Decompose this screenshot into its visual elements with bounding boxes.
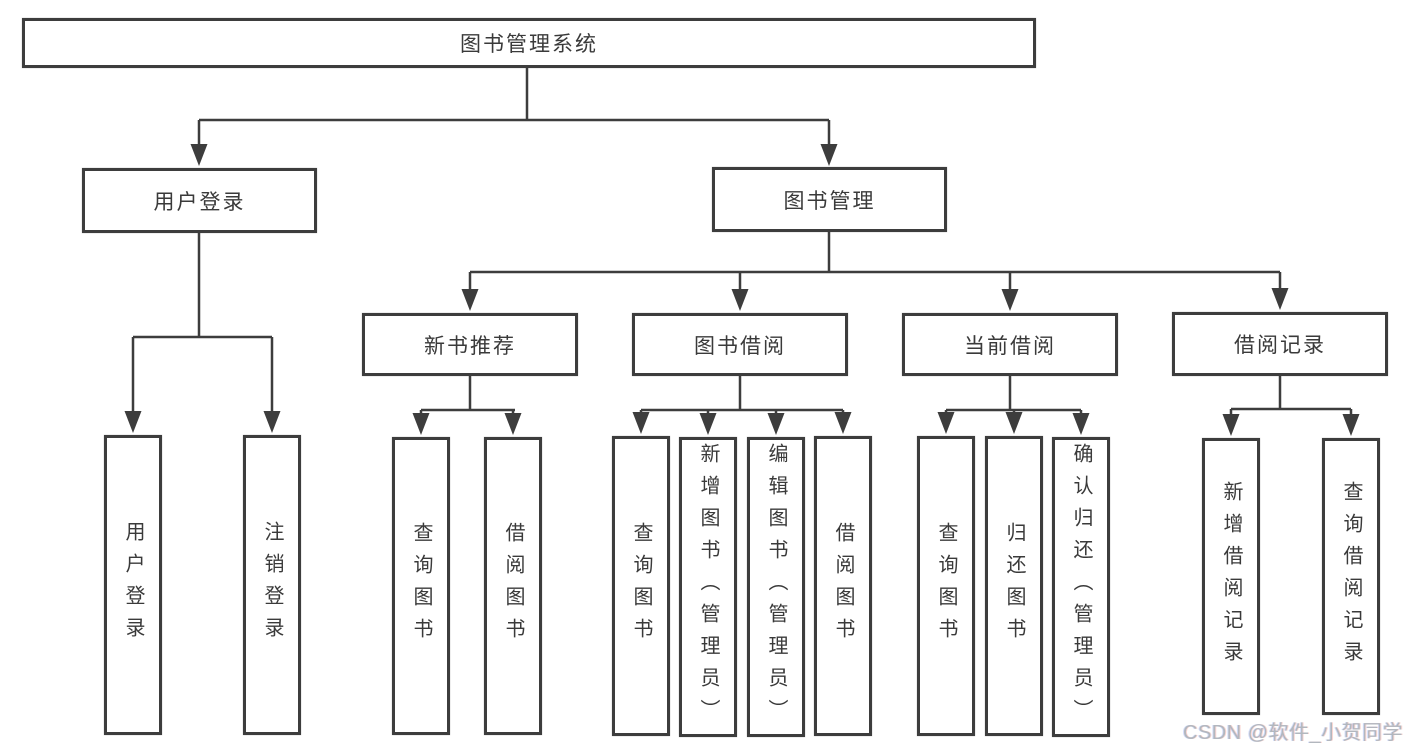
leaf-borrow-books-recommend: 借阅图书 xyxy=(484,437,542,735)
leaf-edit-book-admin-label: 编辑图书（管理员） xyxy=(765,443,787,731)
leaf-edit-book-admin: 编辑图书（管理员） xyxy=(747,437,805,737)
leaf-return-book-label: 归还图书 xyxy=(1003,522,1025,650)
node-current-borrow: 当前借阅 xyxy=(902,313,1118,376)
leaf-query-books-borrow: 查询图书 xyxy=(612,436,670,736)
leaf-logout: 注销登录 xyxy=(243,435,301,735)
node-book-management: 图书管理 xyxy=(712,167,947,232)
leaf-query-borrow-record-label: 查询借阅记录 xyxy=(1340,480,1362,673)
node-new-book-recommend-label: 新书推荐 xyxy=(424,334,516,358)
node-current-borrow-label: 当前借阅 xyxy=(964,334,1056,358)
leaf-logout-label: 注销登录 xyxy=(261,521,283,649)
leaf-add-borrow-record: 新增借阅记录 xyxy=(1202,438,1260,715)
leaf-borrow-books-2: 借阅图书 xyxy=(814,436,872,736)
node-root-label: 图书管理系统 xyxy=(460,33,598,56)
node-user-login: 用户登录 xyxy=(82,168,317,233)
node-new-book-recommend: 新书推荐 xyxy=(362,313,578,376)
leaf-confirm-return-admin: 确认归还（管理员） xyxy=(1052,437,1110,737)
leaf-borrow-books-recommend-label: 借阅图书 xyxy=(502,522,524,650)
node-book-management-label: 图书管理 xyxy=(783,189,876,213)
leaf-query-books-recommend-label: 查询图书 xyxy=(410,522,432,650)
leaf-return-book: 归还图书 xyxy=(985,436,1043,736)
leaf-add-book-admin: 新增图书（管理员） xyxy=(679,437,737,737)
leaf-user-login-label: 用户登录 xyxy=(122,521,144,649)
leaf-confirm-return-admin-label: 确认归还（管理员） xyxy=(1070,443,1092,731)
node-book-borrow-label: 图书借阅 xyxy=(694,334,786,358)
node-book-borrow: 图书借阅 xyxy=(632,313,848,376)
leaf-query-books-recommend: 查询图书 xyxy=(392,437,450,735)
csdn-watermark: CSDN @软件_小贺同学 xyxy=(1183,722,1404,744)
node-root: 图书管理系统 xyxy=(22,18,1036,68)
leaf-add-book-admin-label: 新增图书（管理员） xyxy=(697,443,719,731)
leaf-query-borrow-record: 查询借阅记录 xyxy=(1322,438,1380,715)
leaf-add-borrow-record-label: 新增借阅记录 xyxy=(1220,480,1242,673)
leaf-borrow-books-2-label: 借阅图书 xyxy=(832,522,854,650)
leaf-query-books-current: 查询图书 xyxy=(917,436,975,736)
node-borrow-records: 借阅记录 xyxy=(1172,312,1388,376)
leaf-query-books-borrow-label: 查询图书 xyxy=(630,522,652,650)
leaf-user-login: 用户登录 xyxy=(104,435,162,735)
node-borrow-records-label: 借阅记录 xyxy=(1234,334,1326,357)
node-user-login-label: 用户登录 xyxy=(153,190,246,214)
leaf-query-books-current-label: 查询图书 xyxy=(935,522,957,650)
